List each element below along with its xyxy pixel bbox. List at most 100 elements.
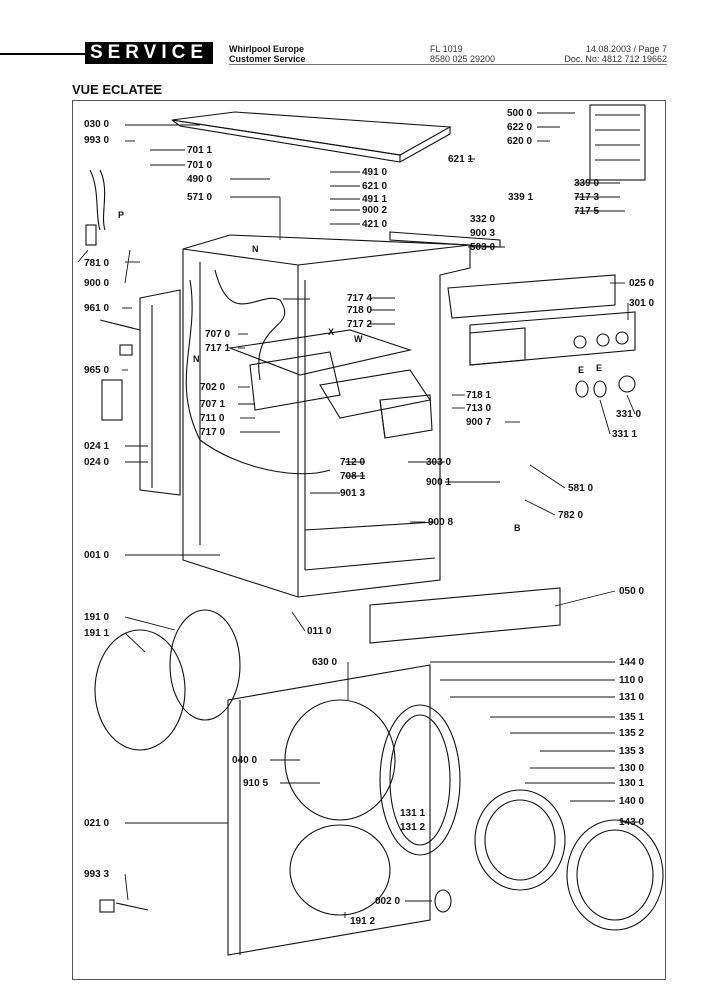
pcb: [589, 104, 646, 181]
marker-e-right: E: [596, 363, 602, 373]
label-331-0: 331 0: [616, 409, 641, 420]
fascia: [469, 311, 636, 366]
knob-main: [618, 375, 636, 393]
label-490-0: 490 0: [187, 174, 212, 185]
header-rule-left: [0, 53, 85, 55]
plinth: [369, 587, 561, 644]
label-131-1: 131 1: [400, 808, 425, 819]
label-717-1: 717 1: [205, 343, 230, 354]
label-143-0: 143 0: [619, 817, 644, 828]
label-707-1: 707 1: [200, 399, 225, 410]
label-021-0: 021 0: [84, 818, 109, 829]
inner-ring: [379, 704, 461, 856]
outer-door: [566, 819, 664, 931]
label-900-8: 900 8: [428, 517, 453, 528]
marker-w: W: [354, 334, 363, 344]
company-dept: Customer Service: [229, 54, 306, 64]
drawing-parts: [85, 104, 664, 956]
label-900-2: 900 2: [362, 205, 387, 216]
label-901-3: 901 3: [340, 488, 365, 499]
label-581-0: 581 0: [568, 483, 593, 494]
control-panel: [447, 274, 616, 319]
marker-n-mid: N: [193, 354, 200, 364]
door-glass: [474, 789, 566, 891]
door-aperture: [284, 699, 396, 821]
header-rule: [229, 64, 667, 65]
label-339-1: 339 1: [508, 192, 533, 203]
label-717-2: 717 2: [347, 319, 372, 330]
label-701-1: 701 1: [187, 145, 212, 156]
leader-lines: [77, 112, 640, 918]
marker-n-top: N: [252, 244, 259, 254]
label-130-1: 130 1: [619, 778, 644, 789]
label-135-1: 135 1: [619, 712, 644, 723]
company-block: Whirlpool Europe Customer Service: [229, 44, 306, 64]
knob-a: [575, 380, 589, 398]
door-window: [289, 824, 391, 916]
label-140-0: 140 0: [619, 796, 644, 807]
label-961-0: 961 0: [84, 303, 109, 314]
label-993-3: 993 3: [84, 869, 109, 880]
label-025-0: 025 0: [629, 278, 654, 289]
label-900-0: 900 0: [84, 278, 109, 289]
label-011-0: 011 0: [307, 626, 332, 637]
label-900-7: 900 7: [466, 417, 491, 428]
label-718-1: 718 1: [466, 390, 491, 401]
label-135-3: 135 3: [619, 746, 644, 757]
label-131-0: 131 0: [619, 692, 644, 703]
doc-block: 14.08.2003 / Page 7 Doc. No: 4812 712 19…: [564, 44, 667, 64]
marker-e-left: E: [578, 365, 584, 375]
label-781-0: 781 0: [84, 258, 109, 269]
label-144-0: 144 0: [619, 657, 644, 668]
label-130-0: 130 0: [619, 763, 644, 774]
cabinet: [182, 234, 471, 598]
knob-b: [593, 380, 607, 398]
label-900-3: 900 3: [470, 228, 495, 239]
doc-date: 14.08.2003 / Page 7: [585, 44, 667, 54]
label-503-0: 503 0: [470, 242, 495, 253]
label-910-5: 910 5: [243, 778, 268, 789]
label-701-0: 701 0: [187, 160, 212, 171]
label-900-1: 900 1: [426, 477, 451, 488]
label-002-0: 002 0: [375, 896, 400, 907]
label-421-0: 421 0: [362, 219, 387, 230]
label-993-0: 993 0: [84, 135, 109, 146]
label-491-1: 491 1: [362, 194, 387, 205]
label-303-0: 303 0: [426, 457, 451, 468]
label-717-3: 717 3: [574, 192, 599, 203]
label-630-0: 630 0: [312, 657, 337, 668]
label-135-2: 135 2: [619, 728, 644, 739]
label-491-0: 491 0: [362, 167, 387, 178]
label-717-0: 717 0: [200, 427, 225, 438]
label-620-0: 620 0: [507, 136, 532, 147]
door-seal: [94, 629, 186, 751]
part-labels: 030 0 993 0 701 1 701 0 490 0 571 0 781 …: [84, 108, 654, 927]
diagram-frame: [72, 100, 666, 980]
label-708-1: 708 1: [340, 471, 365, 482]
label-718-0: 718 0: [347, 305, 372, 316]
knob-002: [434, 889, 452, 913]
dispenser: [227, 329, 413, 376]
label-717-4: 717 4: [347, 293, 372, 304]
section-title: VUE ECLATEE: [72, 82, 163, 97]
model-code: FL 1019: [430, 44, 463, 54]
marker-x: X: [328, 327, 334, 337]
label-622-0: 622 0: [507, 122, 532, 133]
doc-number: Doc. No: 4812 712 19662: [564, 54, 667, 64]
model-block: FL 1019 8580 025 29200: [430, 44, 495, 64]
label-331-1: 331 1: [612, 429, 637, 440]
label-339-0: 339 0: [574, 178, 599, 189]
label-030-0: 030 0: [84, 119, 109, 130]
label-713-0: 713 0: [466, 403, 491, 414]
label-191-2: 191 2: [350, 916, 375, 927]
label-500-0: 500 0: [507, 108, 532, 119]
label-712-0: 712 0: [340, 457, 365, 468]
label-110-0: 110 0: [619, 675, 644, 686]
label-571-0: 571 0: [187, 192, 212, 203]
label-717-5: 717 5: [574, 206, 599, 217]
label-702-0: 702 0: [200, 382, 225, 393]
label-131-2: 131 2: [400, 822, 425, 833]
label-191-1: 191 1: [84, 628, 109, 639]
side-panel: [139, 289, 181, 496]
